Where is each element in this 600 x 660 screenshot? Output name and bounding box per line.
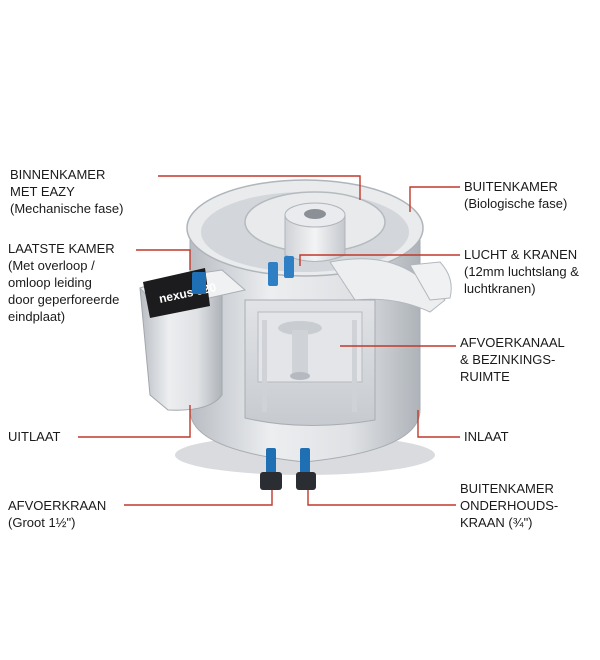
label-title: LAATSTE KAMER [8, 241, 115, 256]
label-title: ONDERHOUDS- [460, 498, 559, 513]
label-subtitle: omloop leiding [8, 275, 92, 290]
label-subtitle: door geperforeerde [8, 292, 120, 307]
label-laatste-kamer: LAATSTE KAMER (Met overloop / omloop lei… [8, 240, 119, 325]
label-title: AFVOERKRAAN [8, 498, 107, 513]
leader-afvoerkraan [124, 490, 273, 506]
rib-left [262, 320, 267, 412]
label-subtitle: luchtkranen) [464, 281, 536, 296]
label-title: BUITENKAMER [464, 179, 558, 194]
label-uitlaat: UITLAAT [8, 428, 61, 445]
drain-tap-stem [266, 448, 276, 478]
label-title: KRAAN (¾") [460, 515, 533, 530]
drain-tap-valve [260, 472, 282, 490]
drain-pipe [292, 330, 308, 378]
label-binnenkamer: BINNENKAMER MET EAZY (Mechanische fase) [10, 166, 123, 217]
label-subtitle: (Groot 1½") [8, 515, 76, 530]
label-lucht-kranen: LUCHT & KRANEN (12mm luchtslang & luchtk… [464, 246, 579, 297]
label-subtitle: (12mm luchtslang & [464, 264, 579, 279]
rib-right [352, 320, 357, 412]
label-title: LUCHT & KRANEN [464, 247, 578, 262]
leader-inlaat [417, 410, 460, 438]
leader-buitenkamer [409, 186, 460, 212]
label-subtitle: (Met overloop / [8, 258, 95, 273]
label-inlaat: INLAAT [464, 428, 509, 445]
label-title: AFVOERKANAAL [460, 335, 565, 350]
label-title: BINNENKAMER [10, 167, 106, 182]
leader-uitlaat [78, 405, 191, 438]
leader-onderhoudskraan [307, 490, 456, 506]
label-title: & BEZINKINGS- [460, 352, 556, 367]
label-subtitle: (Biologische fase) [464, 196, 568, 211]
label-title: RUIMTE [460, 369, 510, 384]
label-buitenkamer: BUITENKAMER (Biologische fase) [464, 178, 567, 212]
air-tap-2 [284, 256, 294, 278]
outlet-pipe [192, 272, 206, 294]
label-title: BUITENKAMER [460, 481, 554, 496]
label-subtitle: eindplaat) [8, 309, 66, 324]
label-onderhoudskraan: BUITENKAMER ONDERHOUDS- KRAAN (¾") [460, 480, 558, 531]
label-title: UITLAAT [8, 429, 61, 444]
drain-pipe-end [290, 372, 310, 380]
maintenance-tap-stem [300, 448, 310, 478]
label-title: MET EAZY [10, 184, 75, 199]
leader-laatste-kamer [136, 249, 191, 270]
leader-binnenkamer [158, 175, 361, 200]
brush-top [278, 321, 322, 335]
label-title: INLAAT [464, 429, 509, 444]
air-tap-1 [268, 262, 278, 286]
label-subtitle: (Mechanische fase) [10, 201, 124, 216]
column-hole [304, 209, 326, 219]
maintenance-tap-valve [296, 472, 316, 490]
leader-lucht [299, 254, 460, 266]
manifold-end [409, 261, 452, 301]
label-afvoerkraan: AFVOERKRAAN (Groot 1½") [8, 497, 106, 531]
label-afvoerkanaal: AFVOERKANAAL & BEZINKINGS- RUIMTE [460, 334, 565, 385]
